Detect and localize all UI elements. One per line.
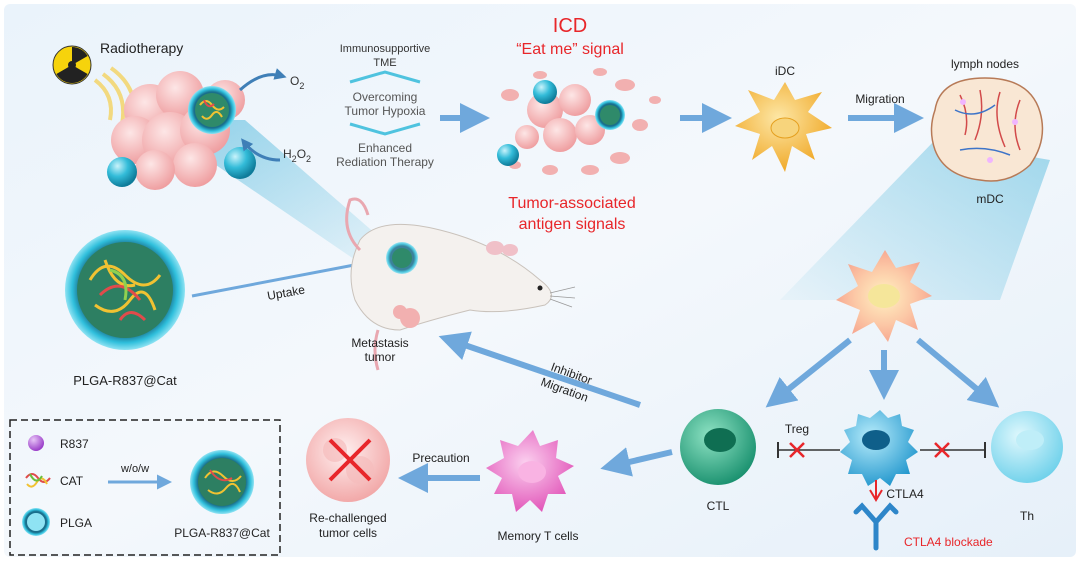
flow-arrow [916,337,1000,408]
rt-line1: Enhanced [358,141,412,155]
metastasis-line1: Metastasis [351,336,408,350]
nanoparticle-icon [107,157,137,187]
mdc-label: mDC [976,192,1004,206]
ctl-cell [680,409,756,485]
rechallenged-tumor-cell [306,418,390,502]
rt-line2: Rediation Therapy [336,155,434,169]
radiotherapy-label: Radiotherapy [100,40,183,56]
radiation-icon [52,45,92,85]
uptake-arrow [191,256,376,298]
hypoxia-line1: Overcoming [353,90,418,104]
th-label: Th [1020,509,1034,523]
tumor-cluster [107,71,256,190]
chevron-up-icon [349,70,421,84]
h2o2-label: H2O2 [283,147,311,164]
eliminated-x-icon [328,438,372,482]
rechallenged-line1: Re-challenged [309,511,386,525]
o2-arrow [238,68,287,92]
antigen-line2: antigen signals [519,216,626,233]
hypoxia-line2: Tumor Hypoxia [345,104,426,118]
ctla4-label: CTLA4 [886,487,924,501]
legend-box: R837 CAT PLGA w/o/w PLGA-R837@Cat [9,419,281,556]
ctla4-blockade-label: CTLA4 blockade [904,535,993,549]
treg-cell [840,410,918,486]
antigen-line1: Tumor-associated [508,195,635,212]
block-x-icon [934,442,950,458]
nanoparticle-icon [224,147,256,179]
eat-me-label: “Eat me” signal [516,41,624,58]
tme-line2: TME [373,57,396,69]
memory-t-cell [486,430,574,512]
purple-sphere-icon [28,435,44,451]
chevron-down-icon [349,122,421,136]
particle-label: PLGA-R837@Cat [73,373,177,388]
o2-label: O2 [290,74,304,91]
lymph-node [930,77,1044,182]
precaution-label: Precaution [412,451,469,465]
rechallenged-line2: tumor cells [319,526,377,540]
catalase-protein-icon [25,473,51,488]
lymph-nodes-label: lymph nodes [951,57,1019,71]
legend-arrow-label: w/o/w [120,463,149,475]
legend-label: R837 [60,437,89,451]
ctla4-receptor-icon [869,480,883,502]
idc-label: iDC [775,64,795,78]
flow-arrow [600,447,673,477]
ctl-label: CTL [707,499,730,513]
plga-r837-cat-particle [65,230,185,350]
mature-dendritic-cell [836,250,932,342]
immature-dendritic-cell [735,82,832,172]
metastasis-line2: tumor [365,350,396,364]
flow-arrow [765,337,852,408]
antibody-icon [853,502,899,551]
migration-label: Migration [855,92,904,106]
treg-label: Treg [785,422,809,436]
dying-tumor-fragments [497,68,661,175]
memory-t-label: Memory T cells [498,529,579,543]
mouse-illustration [345,197,576,371]
uptake-label: Uptake [266,283,306,303]
th-cell [991,411,1063,483]
tme-line1: Immunosupportive [340,43,431,55]
block-x-icon [789,442,805,458]
inhibitor-migration-arrow [438,331,641,408]
h2o2-arrow [241,138,281,162]
legend-product-label: PLGA-R837@Cat [174,526,270,540]
legend-label: CAT [60,474,84,488]
legend-label: PLGA [60,516,92,530]
icd-label: ICD [553,15,587,37]
